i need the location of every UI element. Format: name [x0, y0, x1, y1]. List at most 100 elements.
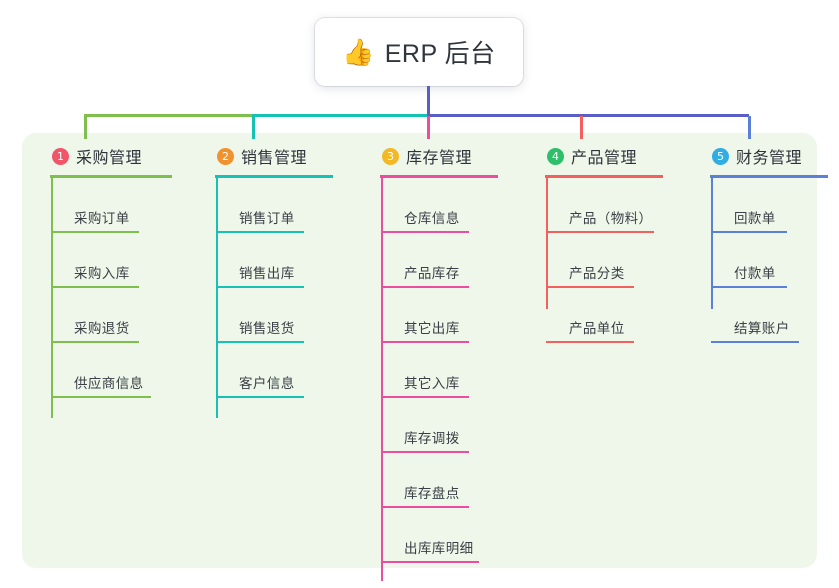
leaf-item-rule — [546, 286, 634, 288]
leaf-item[interactable]: 销售出库 — [216, 233, 304, 288]
branch-header-rule-purchase — [50, 175, 172, 178]
leaf-item-rule — [51, 341, 139, 343]
leaf-item-rule — [51, 286, 139, 288]
leaf-item-label: 产品（物料） — [569, 211, 653, 226]
drop-product — [580, 116, 583, 139]
leaf-item[interactable]: 产品分类 — [546, 233, 634, 288]
leaf-item-rule — [216, 286, 304, 288]
branch-number-badge-purchase: 1 — [52, 147, 69, 165]
leaf-item[interactable]: 回款单 — [711, 178, 787, 233]
root-node-label: ERP 后台 — [384, 40, 496, 68]
leaf-item[interactable]: 库存盘点 — [381, 453, 469, 508]
leaf-item-rule — [51, 396, 151, 398]
branch-spine-inventory — [381, 178, 383, 581]
branch-spine-sales — [216, 178, 218, 418]
leaf-item[interactable]: 产品（物料） — [546, 178, 654, 233]
leaf-item[interactable]: 产品单位 — [546, 288, 634, 343]
bus-teal — [252, 114, 427, 117]
branch-header-sales[interactable]: 2 销售管理 — [217, 144, 307, 168]
bus-green — [84, 114, 252, 117]
leaf-item[interactable]: 采购订单 — [51, 178, 139, 233]
drop-finance — [748, 116, 751, 139]
leaf-item-rule — [216, 231, 304, 233]
leaf-item[interactable]: 采购入库 — [51, 233, 139, 288]
branch-header-inventory[interactable]: 3 库存管理 — [382, 144, 472, 168]
leaf-item-label: 回款单 — [734, 211, 776, 226]
leaf-item[interactable]: 销售订单 — [216, 178, 304, 233]
drop-sales — [252, 116, 255, 139]
leaf-item-label: 仓库信息 — [404, 211, 460, 226]
thumbs-up-emoji: 👍 — [342, 37, 375, 67]
leaf-item[interactable]: 出库库明细 — [381, 508, 479, 563]
leaf-item-rule — [381, 231, 469, 233]
leaf-item-rule — [381, 396, 469, 398]
leaf-item-label: 库存调拨 — [404, 431, 460, 446]
branch-title-finance: 财务管理 — [736, 150, 803, 167]
branch-title-sales: 销售管理 — [241, 150, 308, 167]
branch-number-badge-inventory: 3 — [382, 147, 399, 165]
branch-spine-purchase — [51, 178, 53, 418]
branch-number-badge-sales: 2 — [217, 147, 234, 165]
leaf-item-rule — [381, 506, 469, 508]
leaf-item[interactable]: 销售退货 — [216, 288, 304, 343]
leaf-item-label: 出库库明细 — [404, 541, 474, 556]
leaf-item[interactable]: 其它出库 — [381, 288, 469, 343]
diagram-background-panel — [22, 133, 817, 568]
leaf-item-rule — [381, 561, 479, 563]
leaf-item-label: 其它入库 — [404, 376, 460, 391]
branch-column-inventory: 3 库存管理仓库信息产品库存其它出库其它入库库存调拨库存盘点出库库明细 — [368, 144, 498, 581]
drop-purchase — [84, 116, 87, 139]
leaf-item-label: 库存盘点 — [404, 486, 460, 501]
leaf-item-label: 其它出库 — [404, 321, 460, 336]
leaf-item[interactable]: 采购退货 — [51, 288, 139, 343]
leaf-item[interactable]: 其它入库 — [381, 343, 469, 398]
branch-title-inventory: 库存管理 — [406, 150, 473, 167]
leaf-item-rule — [216, 396, 304, 398]
leaf-item-label: 供应商信息 — [74, 376, 144, 391]
leaf-item-label: 付款单 — [734, 266, 776, 281]
leaf-item[interactable]: 付款单 — [711, 233, 787, 288]
root-node-erp-backend[interactable]: 👍 ERP 后台 — [315, 18, 523, 86]
leaf-item-label: 客户信息 — [239, 376, 295, 391]
branch-title-product: 产品管理 — [571, 150, 638, 167]
leaf-item-label: 采购退货 — [74, 321, 130, 336]
branch-header-purchase[interactable]: 1 采购管理 — [52, 144, 142, 168]
branch-header-rule-finance — [710, 175, 828, 178]
leaf-item-rule — [51, 231, 139, 233]
leaf-item-rule — [546, 341, 634, 343]
leaf-item-rule — [381, 286, 469, 288]
branch-column-purchase: 1 采购管理采购订单采购入库采购退货供应商信息 — [38, 144, 172, 418]
branch-number-badge-product: 4 — [547, 147, 564, 165]
leaf-item[interactable]: 库存调拨 — [381, 398, 469, 453]
leaf-item[interactable]: 仓库信息 — [381, 178, 469, 233]
leaf-item-label: 销售订单 — [239, 211, 295, 226]
leaf-item-label: 采购订单 — [74, 211, 130, 226]
root-stem-connector — [427, 86, 430, 116]
leaf-item-rule — [381, 341, 469, 343]
leaf-item-label: 结算账户 — [734, 321, 790, 336]
leaf-item[interactable]: 产品库存 — [381, 233, 469, 288]
branch-header-rule-inventory — [380, 175, 498, 178]
leaf-item-rule — [381, 451, 469, 453]
leaf-item-label: 产品单位 — [569, 321, 625, 336]
leaf-item-rule — [546, 231, 654, 233]
leaf-item-rule — [216, 341, 304, 343]
leaf-item[interactable]: 客户信息 — [216, 343, 304, 398]
leaf-item[interactable]: 供应商信息 — [51, 343, 151, 398]
leaf-item-label: 销售出库 — [239, 266, 295, 281]
leaf-item-rule — [711, 341, 799, 343]
leaf-item-label: 销售退货 — [239, 321, 295, 336]
leaf-item-label: 产品库存 — [404, 266, 460, 281]
branch-spine-product — [546, 178, 548, 309]
drop-inventory — [427, 116, 430, 139]
branch-title-purchase: 采购管理 — [76, 150, 143, 167]
branch-column-product: 4 产品管理产品（物料） 产品分类产品单位 — [533, 144, 663, 343]
branch-header-product[interactable]: 4 产品管理 — [547, 144, 637, 168]
branch-header-rule-product — [545, 175, 663, 178]
leaf-item-rule — [711, 286, 787, 288]
branch-column-sales: 2 销售管理销售订单销售出库销售退货客户信息 — [203, 144, 333, 418]
leaf-item[interactable]: 结算账户 — [711, 288, 799, 343]
branch-spine-finance — [711, 178, 713, 309]
